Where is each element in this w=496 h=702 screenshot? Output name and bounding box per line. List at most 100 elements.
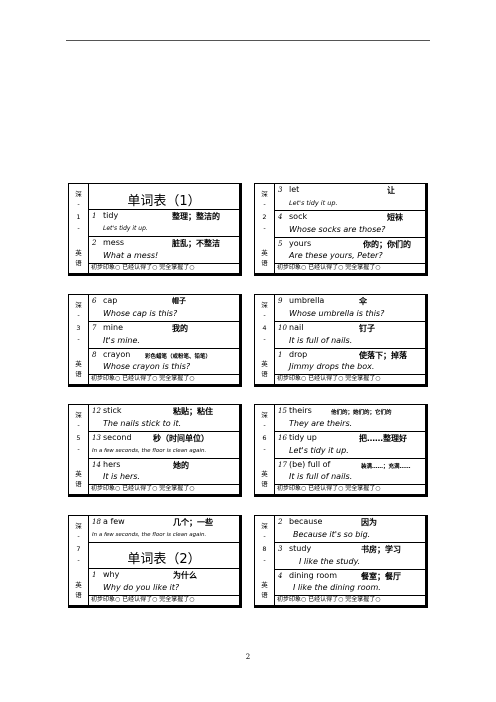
entry-chinese: 把……整理好 (359, 434, 407, 443)
entry-chinese: 伞 (359, 297, 367, 306)
entry-chinese: 她的 (173, 461, 189, 470)
side-dash: - (77, 200, 80, 208)
entry-example: Are these yours, Peter? (289, 251, 383, 260)
entry-chinese: 你的；你们的 (363, 240, 411, 249)
vocab-entry: 4 sock 短袜 Whose socks are those? (275, 211, 425, 238)
card-title-row: 单词表（2） (89, 543, 239, 569)
entry-example: Whose umbrella is this? (289, 309, 385, 318)
mastery-footer: 初步印象○ 已经认得了○ 完全掌握了○ (91, 596, 195, 603)
card-side-label: 深 - 4 - 英 语 (255, 295, 275, 384)
vocab-entry: 7 mine 我的 It's mine. (89, 322, 239, 349)
vocab-entry: 15 theirs 他们的；她们的；它们的 They are theirs. (275, 405, 425, 432)
entry-number: 2 (278, 518, 283, 526)
entry-chinese: 彩色蜡笔（或粉笔、铅笔） (145, 354, 212, 360)
entry-number: 18 (92, 518, 101, 526)
entry-number: 1 (92, 212, 97, 220)
entry-chinese: 粘贴；粘住 (173, 407, 213, 416)
entry-word: umbrella (289, 296, 325, 305)
side-bottom2: 语 (261, 259, 268, 267)
card-side-label: 深 - 2 - 英 语 (255, 184, 275, 273)
entry-chinese: 短袜 (387, 213, 403, 222)
vocab-entry: 1 drop 使落下；掉落 Jimmy drops the box. (275, 349, 425, 375)
entry-word: drop (289, 350, 308, 359)
vocab-card-1: 深 - 1 - 英 语 单词表（1） 1 tidy 整理；整洁的 Let's t… (68, 183, 242, 276)
vocab-card-6: 深 - 6 - 英 语 15 theirs 他们的；她们的；它们的 They a… (254, 404, 428, 497)
entry-chinese: 使落下；掉落 (359, 351, 407, 360)
card-title: 单词表（2） (127, 552, 201, 567)
entry-word: tidy up (289, 433, 317, 442)
entry-number: 10 (278, 324, 287, 332)
side-bottom1: 英 (75, 581, 82, 589)
side-dash: - (263, 311, 266, 319)
entry-word: because (289, 517, 323, 526)
vocab-entry: 16 tidy up 把……整理好 Let's tidy it up. (275, 432, 425, 459)
mastery-footer: 初步印象○ 已经认得了○ 完全掌握了○ (91, 264, 195, 271)
entry-example: It is full of nails. (289, 336, 353, 345)
entry-chinese: 脏乱；不整洁 (172, 239, 220, 248)
entry-word: dining room (289, 571, 337, 580)
side-dash: - (77, 421, 80, 429)
entry-example: Why do you like it? (103, 583, 180, 592)
entry-chinese: 整理；整洁的 (172, 212, 220, 221)
entry-number: 6 (92, 297, 97, 305)
card-side-label: 深 - 5 - 英 语 (69, 405, 89, 494)
entry-word: theirs (289, 406, 312, 415)
mastery-footer: 初步印象○ 已经认得了○ 完全掌握了○ (277, 485, 381, 492)
vocab-entry: 3 let 让 Let's tidy it up. (275, 184, 425, 211)
vocab-card-2: 深 - 2 - 英 语 3 let 让 Let's tidy it up. 4 … (254, 183, 428, 276)
entry-word: hers (103, 460, 121, 469)
entry-chinese: 餐室；餐厅 (361, 572, 401, 581)
vocab-entry: 13 second 秒（时间单位） In a few seconds, the … (89, 432, 239, 459)
vocab-card-3: 深 - 3 - 英 语 6 cap 帽子 Whose cap is this? … (68, 294, 242, 387)
card-side-label: 深 - 6 - 英 语 (255, 405, 275, 494)
entry-number: 2 (92, 239, 97, 247)
side-bottom1: 英 (261, 470, 268, 478)
entry-example: Whose cap is this? (103, 309, 178, 318)
entry-word: let (289, 185, 300, 194)
entry-number: 1 (92, 571, 97, 579)
vocab-entry: 17 (be) full of 装满……；充满…… It is full of … (275, 459, 425, 485)
card-number: 5 (76, 434, 81, 442)
side-dash: - (263, 200, 266, 208)
entry-number: 4 (278, 213, 283, 221)
side-bottom1: 英 (261, 581, 268, 589)
entry-number: 16 (278, 434, 287, 442)
side-dash: - (77, 311, 80, 319)
vocab-entry: 2 because 因为 Because it's so big. (275, 516, 425, 543)
side-dash: - (263, 445, 266, 453)
entry-word: mess (103, 238, 125, 247)
vocab-entry: 8 crayon 彩色蜡笔（或粉笔、铅笔） Whose crayon is th… (89, 349, 239, 375)
side-dash: - (77, 556, 80, 564)
entry-word: tidy (103, 211, 119, 220)
entry-number: 15 (278, 407, 287, 415)
entry-word: study (289, 544, 312, 553)
entry-word: stick (103, 406, 122, 415)
entry-word: mine (103, 323, 124, 332)
side-top: 深 (75, 522, 82, 530)
entry-number: 3 (278, 186, 283, 194)
entry-number: 8 (92, 351, 97, 359)
entry-example: Let's tidy it up. (289, 199, 338, 207)
vocab-entry: 1 why 为什么 Why do you like it? (89, 569, 239, 596)
entry-number: 14 (92, 461, 101, 469)
entry-example: Let's tidy it up. (289, 446, 349, 455)
side-dash: - (77, 532, 80, 540)
entry-word: sock (289, 212, 308, 221)
entry-example: The nails stick to it. (103, 419, 182, 428)
side-top: 深 (261, 522, 268, 530)
side-dash: - (263, 421, 266, 429)
side-top: 深 (261, 301, 268, 309)
entry-example: In a few seconds, the floor is clean aga… (92, 532, 207, 538)
side-top: 深 (75, 411, 82, 419)
entry-number: 1 (278, 351, 283, 359)
card-number: 7 (76, 545, 81, 553)
entry-example: Jimmy drops the box. (289, 362, 375, 371)
side-bottom2: 语 (75, 370, 82, 378)
entry-word: a few (103, 517, 125, 526)
entry-number: 9 (278, 297, 283, 305)
entry-number: 4 (278, 572, 283, 580)
entry-example: It's mine. (103, 336, 140, 345)
entry-number: 3 (278, 545, 283, 553)
card-title: 单词表（1） (127, 194, 201, 209)
entry-word: (be) full of (289, 460, 331, 469)
